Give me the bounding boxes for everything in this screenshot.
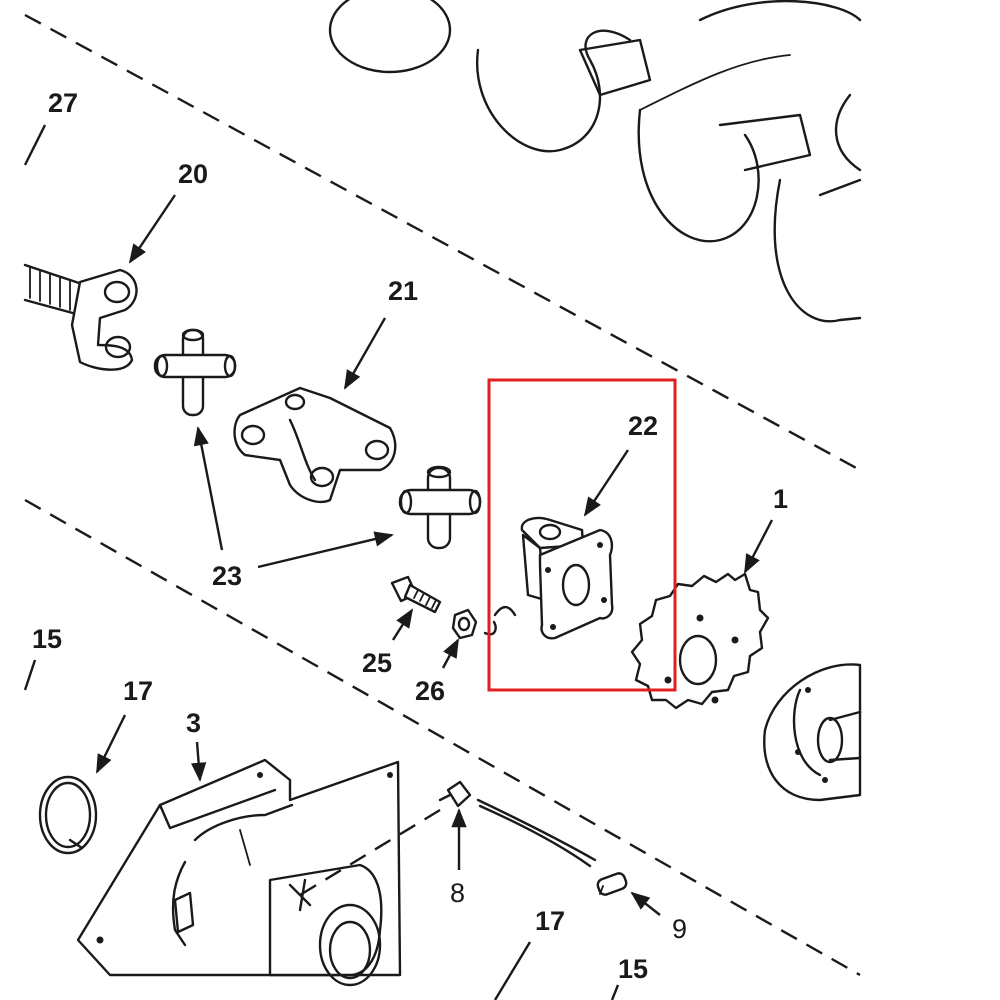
callout-9: 9 xyxy=(672,914,687,944)
grease-fitting-part-8 xyxy=(438,780,472,808)
fitting-part-9 xyxy=(596,872,628,896)
callout-15-lower: 15 xyxy=(618,954,648,984)
callout-22: 22 xyxy=(628,411,658,441)
leader-arrows xyxy=(23,124,774,1000)
section-boundary-lines xyxy=(24,13,861,977)
right-margin xyxy=(862,0,1000,1000)
double-yoke-part-21 xyxy=(233,386,397,504)
callout-17-upper: 17 xyxy=(123,676,153,706)
auger-flighting xyxy=(328,0,862,323)
universal-joint-cross-lower xyxy=(398,465,482,550)
callout-27: 27 xyxy=(48,88,78,118)
bolt-part-25 xyxy=(390,575,442,614)
hub-bearing xyxy=(763,663,862,802)
callout-20: 20 xyxy=(178,159,208,189)
drive-line-assembly xyxy=(288,798,597,912)
callout-15-upper: 15 xyxy=(32,624,62,654)
universal-joint-cross-upper xyxy=(153,328,237,417)
gearbox-housing-part-3 xyxy=(76,758,402,987)
callout-25: 25 xyxy=(362,648,392,678)
shaft-yoke-part-20 xyxy=(23,263,138,371)
callout-26: 26 xyxy=(415,676,445,706)
callout-1: 1 xyxy=(773,484,788,514)
callout-17-lower: 17 xyxy=(535,906,565,936)
nut-part-26 xyxy=(451,605,517,640)
callout-8: 8 xyxy=(450,878,465,908)
flange-yoke-part-22 xyxy=(520,516,614,640)
snap-ring-part-17 xyxy=(38,775,98,855)
callout-3: 3 xyxy=(186,708,201,738)
highlight-box-part-22 xyxy=(487,378,677,692)
sprocket-part-1 xyxy=(630,572,770,710)
callout-23: 23 xyxy=(212,561,242,591)
callout-21: 21 xyxy=(388,276,418,306)
